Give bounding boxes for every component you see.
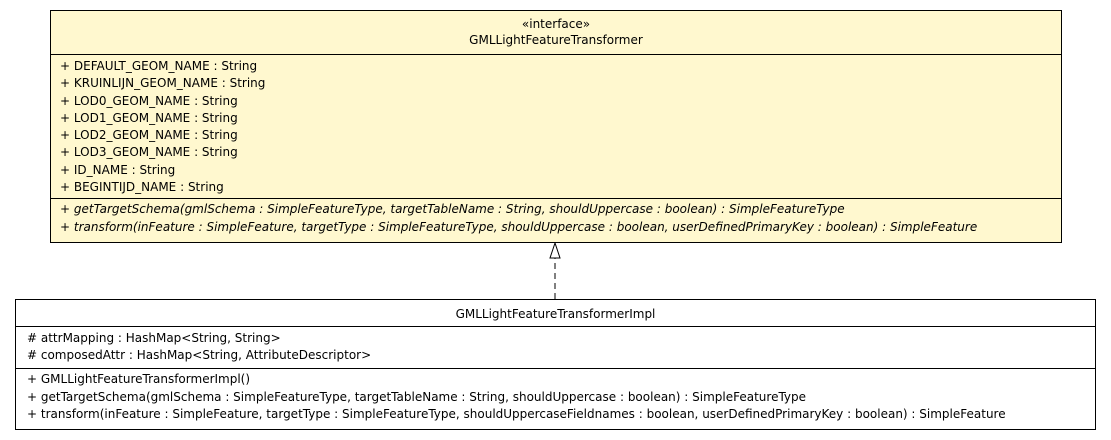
implementation-operation: + getTargetSchema(gmlSchema : SimpleFeat…	[27, 389, 807, 404]
interface-header: «interface» GMLLightFeatureTransformer	[51, 11, 1061, 55]
interface-operations: + getTargetSchema(gmlSchema : SimpleFeat…	[51, 199, 1061, 236]
implementation-operation: + GMLLightFeatureTransformerImpl()	[27, 372, 251, 386]
interface-class-box[interactable]: «interface» GMLLightFeatureTransformer +…	[50, 10, 1062, 243]
implementation-attributes: # attrMapping : HashMap<String, String> …	[16, 327, 1095, 369]
interface-attributes: + DEFAULT_GEOM_NAME : String + KRUINLIJN…	[51, 55, 1061, 199]
interface-attribute: + KRUINLIJN_GEOM_NAME : String	[60, 76, 266, 91]
interface-attribute: + ID_NAME : String	[60, 162, 176, 177]
interface-stereotype: «interface»	[521, 17, 591, 31]
interface-operation: + transform(inFeature : SimpleFeature, t…	[60, 219, 978, 234]
implementation-name: GMLLightFeatureTransformerImpl	[455, 307, 656, 321]
interface-attribute: + LOD2_GEOM_NAME : String	[60, 128, 238, 143]
realization-arrowhead-icon	[549, 241, 561, 259]
interface-operation: + getTargetSchema(gmlSchema : SimpleFeat…	[60, 202, 845, 216]
interface-attribute: + LOD1_GEOM_NAME : String	[60, 110, 238, 125]
interface-attribute: + LOD3_GEOM_NAME : String	[60, 145, 238, 160]
interface-attribute: + BEGINTIJD_NAME : String	[60, 180, 224, 195]
implementation-attribute: # composedAttr : HashMap<String, Attribu…	[27, 348, 372, 363]
interface-attribute: + LOD0_GEOM_NAME : String	[60, 93, 238, 108]
implementation-attribute: # attrMapping : HashMap<String, String>	[27, 331, 281, 345]
implementation-operation: + transform(inFeature : SimpleFeature, t…	[27, 407, 1006, 421]
implementation-operations: + GMLLightFeatureTransformerImpl() + get…	[16, 369, 1095, 424]
interface-name: GMLLightFeatureTransformer	[469, 33, 643, 47]
implementation-class-box[interactable]: GMLLightFeatureTransformerImpl # attrMap…	[15, 299, 1096, 430]
implementation-header: GMLLightFeatureTransformerImpl	[16, 300, 1095, 327]
interface-attribute: + DEFAULT_GEOM_NAME : String	[60, 59, 258, 73]
